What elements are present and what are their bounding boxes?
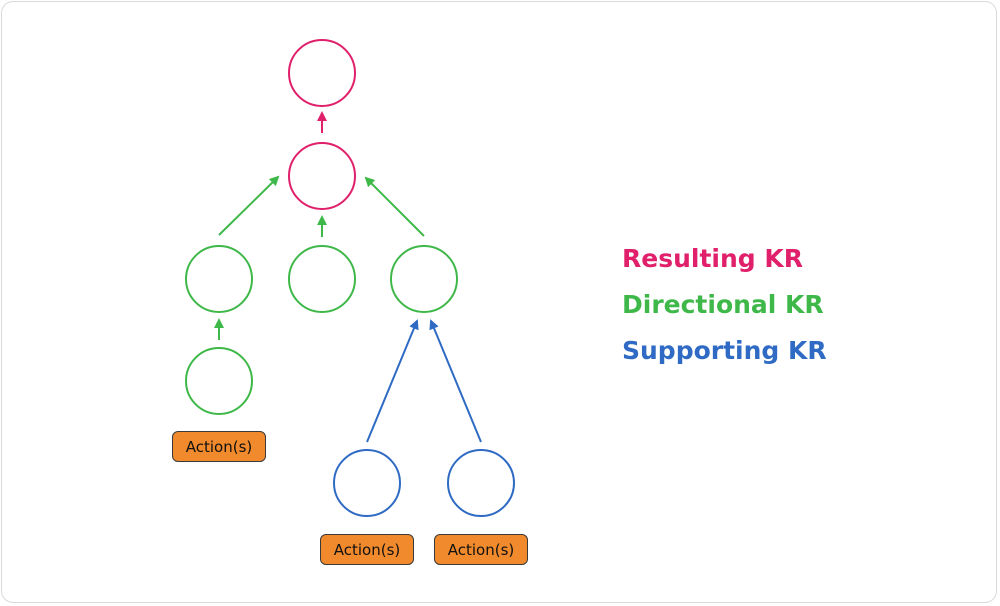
legend-resulting-kr: Resulting KR — [622, 244, 803, 273]
arrow-supporting-right-to-directional-right — [429, 319, 482, 443]
supporting-kr-node-left — [333, 449, 401, 517]
resulting-kr-node-middle — [288, 142, 356, 210]
action-box-left: Action(s) — [172, 431, 266, 462]
arrow-directional-left-to-resulting — [218, 175, 280, 236]
action-box-bottom-left: Action(s) — [320, 534, 414, 565]
directional-kr-node-child — [185, 347, 253, 415]
action-label: Action(s) — [447, 540, 515, 559]
legend: Resulting KR Directional KR Supporting K… — [622, 236, 827, 374]
directional-kr-node-right — [390, 245, 458, 313]
action-label: Action(s) — [333, 540, 401, 559]
arrow-directional-right-to-resulting — [364, 176, 425, 237]
resulting-kr-node-top — [288, 39, 356, 107]
directional-kr-node-left — [185, 245, 253, 313]
supporting-kr-node-right — [447, 449, 515, 517]
action-box-bottom-right: Action(s) — [434, 534, 528, 565]
directional-kr-node-center — [288, 245, 356, 313]
legend-directional-kr: Directional KR — [622, 290, 824, 319]
action-label: Action(s) — [185, 437, 253, 456]
legend-supporting-kr: Supporting KR — [622, 336, 827, 365]
arrow-supporting-left-to-directional-right — [366, 319, 419, 443]
